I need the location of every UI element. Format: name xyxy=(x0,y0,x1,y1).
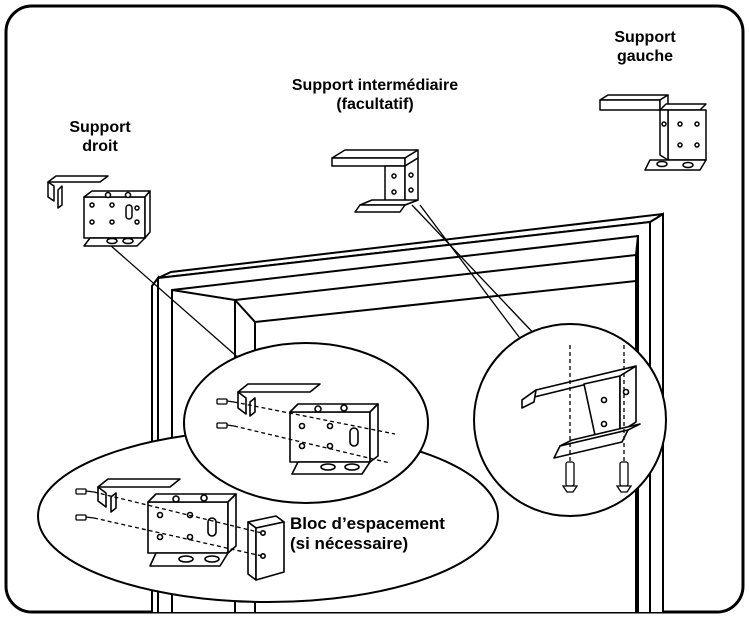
support-intermediaire-line-1: Support intermédiaire xyxy=(291,77,459,94)
spacer-block-icon xyxy=(247,515,285,581)
support-droit-line-2: droit xyxy=(82,138,118,156)
support-gauche-label: Support gauche xyxy=(590,28,700,66)
spacer-screws xyxy=(75,488,263,557)
leader-lines xyxy=(109,204,541,369)
support-intermediaire-bracket-icon xyxy=(331,149,419,213)
support-gauche-bracket-icon xyxy=(599,94,707,171)
support-droit-bracket-icon xyxy=(47,175,151,247)
intermediate-screws xyxy=(561,345,633,493)
bloc-espacement-line-1: Bloc d’espacement xyxy=(290,514,445,533)
detail-screws xyxy=(216,398,396,464)
intermediate-detail-drawing xyxy=(521,365,641,459)
support-intermediaire-label: Support intermédiaire (facultatif) xyxy=(250,76,500,114)
support-droit-line-1: Support xyxy=(69,119,131,136)
support-gauche-line-2: gauche xyxy=(616,48,673,66)
bloc-espacement-label: Bloc d’espacement (si nécessaire) xyxy=(290,514,490,555)
support-gauche-line-1: Support xyxy=(614,29,676,46)
bracket-detail-drawing xyxy=(237,383,379,475)
support-intermediaire-line-2: (facultatif) xyxy=(336,96,414,114)
bloc-espacement-line-2: (si nécessaire) xyxy=(290,534,409,554)
support-droit-label: Support droit xyxy=(55,118,145,156)
spacer-detail-drawing xyxy=(97,478,237,567)
